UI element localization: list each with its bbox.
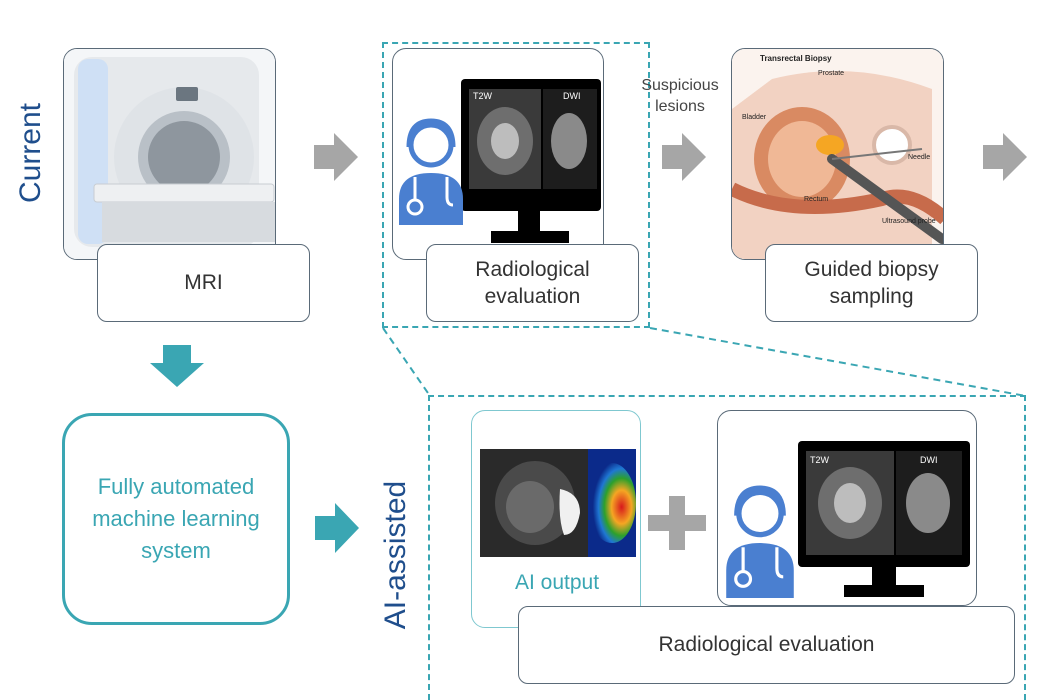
arrow-right-icon [662, 133, 706, 181]
t2w-label: T2W [810, 455, 830, 465]
radiologist-workstation-illustration: T2W DWI [461, 79, 601, 243]
ai-output-card: AI output [471, 410, 641, 628]
arrow-right-icon [315, 503, 359, 553]
ai-radiological-evaluation-label: Radiological evaluation [518, 606, 1015, 684]
dwi-label: DWI [920, 455, 938, 465]
arrow-down-icon [150, 345, 204, 387]
ultrasound-probe-label: Ultrasound probe [882, 218, 936, 225]
ml-system-label: Fully automated machine learning system [92, 474, 260, 563]
ai-output-label: AI output [514, 571, 600, 594]
plus-icon [648, 496, 706, 550]
transrectal-biopsy-illustration: Transrectal Biopsy Prostate Bladder Need… [732, 49, 943, 259]
ai-assisted-highlight [428, 395, 1026, 700]
doctor-icon [399, 118, 463, 225]
bladder-label: Bladder [742, 114, 767, 121]
mri-scanner-illustration [64, 49, 275, 259]
ml-system-box: Fully automated machine learning system [62, 413, 290, 625]
arrow-right-icon [983, 133, 1027, 181]
dwi-label: DWI [563, 91, 581, 101]
current-eval-highlight [382, 42, 650, 328]
ai-assisted-label: AI-assisted [379, 480, 412, 630]
doctor-icon [726, 485, 794, 598]
radiologist-workstation-illustration: T2W DWI [798, 441, 970, 597]
mri-label: MRI [97, 244, 310, 322]
suspicious-lesions-label: Suspicious lesions [641, 77, 719, 115]
ai-radiologist-card: T2W DWI [717, 410, 977, 606]
ai-heatmap-image [480, 449, 636, 557]
needle-label: Needle [908, 154, 930, 161]
radiologist-card: T2W DWI [392, 48, 604, 260]
zoom-connector-lines [382, 327, 1027, 397]
rectum-label: Rectum [804, 196, 828, 203]
biopsy-image-card: Transrectal Biopsy Prostate Bladder Need… [731, 48, 944, 260]
guided-biopsy-label: Guided biopsy sampling [765, 244, 978, 322]
arrow-right-icon [314, 133, 358, 181]
current-label: Current [14, 102, 47, 204]
t2w-label: T2W [473, 91, 493, 101]
mri-image-card [63, 48, 276, 260]
anatomy-title: Transrectal Biopsy [760, 54, 832, 63]
prostate-label: Prostate [818, 70, 844, 77]
radiological-evaluation-label: Radiological evaluation [426, 244, 639, 322]
